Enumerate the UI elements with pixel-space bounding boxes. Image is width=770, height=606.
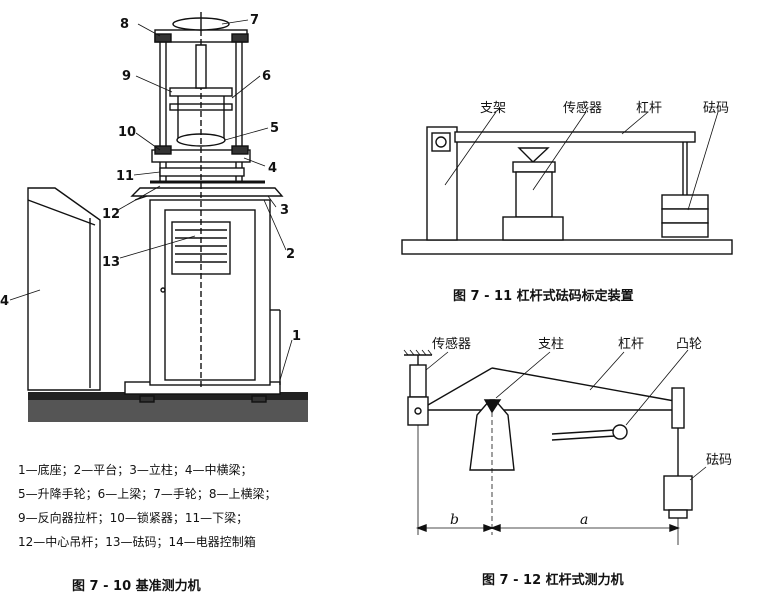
fig12-labels: 传感器 支柱 杠杆 凸轮 砝码 b a <box>432 336 732 528</box>
fig12-caption: 图 7 - 12 杠杆式测力机 <box>482 572 624 588</box>
fig12-weight-label: 砝码 <box>706 453 732 468</box>
fig12-dim-a: a <box>580 512 588 528</box>
fig12-pillar-label: 支柱 <box>538 337 564 352</box>
callout-10: 10 <box>118 125 136 140</box>
fig11-lever-label: 杠杆 <box>636 100 662 116</box>
fig10-callouts: 8 7 9 6 5 10 4 11 12 3 13 2 1 4 <box>0 13 301 344</box>
fig10-drawing <box>9 12 308 422</box>
fig10-caption: 图 7 - 10 基准测力机 <box>72 578 201 594</box>
callout-4-right: 4 <box>268 161 277 176</box>
callout-13: 13 <box>102 255 120 270</box>
legend-line: 12—中心吊杆；13—砝码；14—电器控制箱 <box>18 535 256 549</box>
callout-8: 8 <box>120 17 129 32</box>
callout-2: 2 <box>286 247 295 262</box>
fig10-legend: 1—底座；2—平台；3—立柱；4—中横梁； 5—升降手轮；6—上梁；7—手轮；8… <box>18 458 338 554</box>
fig12-dim-b: b <box>450 512 459 528</box>
callout-12: 12 <box>102 207 120 222</box>
callout-9: 9 <box>122 69 131 84</box>
legend-line: 5—升降手轮；6—上梁；7—手轮；8—上横梁； <box>18 487 277 501</box>
fig12-drawing <box>403 349 707 545</box>
callout-6: 6 <box>262 69 271 84</box>
callout-11: 11 <box>116 169 134 184</box>
fig11-drawing <box>401 111 733 255</box>
fig11-labels: 支架 传感器 杠杆 砝码 <box>480 100 729 116</box>
callout-7: 7 <box>250 13 259 28</box>
fig12-sensor-label: 传感器 <box>432 336 471 352</box>
fig12-cam-label: 凸轮 <box>676 337 702 352</box>
callout-5: 5 <box>270 121 279 136</box>
legend-line: 1—底座；2—平台；3—立柱；4—中横梁； <box>18 463 253 477</box>
callout-3: 3 <box>280 203 289 218</box>
callout-14: 4 <box>0 294 9 309</box>
fig11-bracket-label: 支架 <box>480 101 506 116</box>
callout-1: 1 <box>292 329 301 344</box>
fig11-caption: 图 7 - 11 杠杆式砝码标定装置 <box>453 288 634 304</box>
fig11-weight-label: 砝码 <box>703 101 729 116</box>
legend-line: 9—反向器拉杆；10—锁紧器；11—下梁； <box>18 511 249 525</box>
fig12-lever-label: 杠杆 <box>618 336 644 352</box>
fig11-sensor-label: 传感器 <box>563 100 602 116</box>
